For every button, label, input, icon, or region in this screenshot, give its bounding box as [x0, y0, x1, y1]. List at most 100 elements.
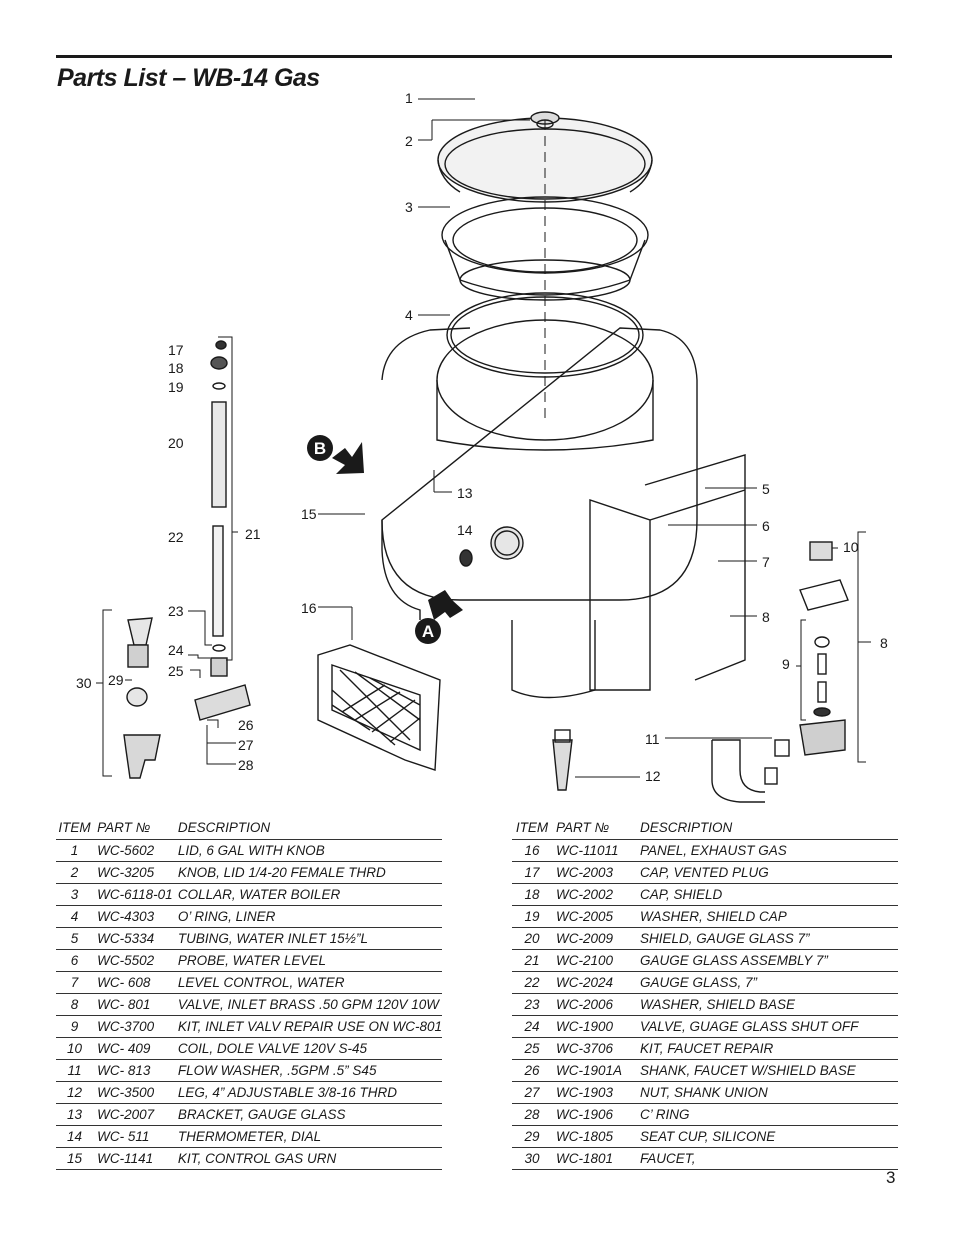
callout-25: 25 [168, 663, 184, 679]
callout-14: 14 [457, 522, 473, 538]
cell-part-number: WC-1901A [552, 1059, 640, 1082]
cell-item: 13 [56, 1103, 94, 1126]
leader-lines [96, 98, 871, 778]
table-header-row: ITEM PART № DESCRIPTION [512, 816, 898, 840]
callout-4: 4 [405, 307, 413, 323]
marker-a-circle [415, 618, 441, 644]
header-description: DESCRIPTION [640, 816, 898, 840]
cell-item: 28 [512, 1103, 552, 1126]
marker-a-label: A [422, 622, 434, 641]
callout-13: 13 [457, 485, 473, 501]
cell-description: CAP, VENTED PLUG [640, 861, 898, 884]
cell-part-number: WC-1903 [552, 1081, 640, 1104]
leg-illustration [552, 729, 573, 791]
callout-7: 7 [762, 554, 770, 570]
cell-description: VALVE, INLET BRASS .50 GPM 120V 10W [177, 993, 442, 1016]
header-item: ITEM [512, 816, 552, 840]
cell-part-number: WC- 511 [93, 1125, 178, 1148]
cell-part-number: WC-2005 [552, 905, 640, 928]
inlet-valve-illustration [711, 541, 849, 803]
top-rule [56, 55, 892, 58]
cell-item: 29 [512, 1125, 552, 1148]
cell-part-number: WC-1801 [552, 1147, 640, 1170]
cell-part-number: WC-11011 [552, 839, 640, 862]
cell-description: PANEL, EXHAUST GAS [640, 839, 898, 862]
exhaust-panel-illustration [317, 644, 441, 771]
callout-10: 10 [843, 539, 859, 555]
cell-item: 25 [512, 1037, 552, 1060]
cell-item: 3 [56, 883, 94, 906]
callout-6: 6 [762, 518, 770, 534]
callout-15: 15 [301, 506, 317, 522]
cell-part-number: WC-2009 [552, 927, 640, 950]
cell-description: FLOW WASHER, .5GPM .5” S45 [177, 1059, 442, 1082]
table-header-row: ITEM PART № DESCRIPTION [56, 816, 442, 840]
cell-part-number: WC-5502 [93, 949, 178, 972]
cell-item: 6 [56, 949, 94, 972]
callout-19: 19 [168, 379, 184, 395]
marker-b-label: B [314, 439, 326, 458]
cell-part-number: WC-5334 [93, 927, 178, 950]
cell-description: KIT, INLET VALV REPAIR USE ON WC-801 [177, 1015, 442, 1038]
cell-description: TUBING, WATER INLET 15½”L [177, 927, 442, 950]
cell-item: 9 [56, 1015, 94, 1038]
direction-arrows [332, 442, 463, 620]
cell-description: COIL, DOLE VALVE 120V S-45 [177, 1037, 442, 1060]
cell-description: SHIELD, GAUGE GLASS 7” [640, 927, 898, 950]
cell-item: 1 [56, 839, 94, 862]
cell-description: WASHER, SHIELD BASE [640, 993, 898, 1016]
faucet-illustration [123, 617, 161, 779]
callout-21: 21 [245, 526, 261, 542]
cell-part-number: WC-6118-01 [93, 883, 178, 906]
cell-part-number: WC-3706 [552, 1037, 640, 1060]
cell-description: FAUCET, [640, 1147, 898, 1170]
diagram-svg: 1 2 3 4 5 6 7 8 8 9 10 11 12 13 14 15 16… [76, 90, 888, 803]
marker-b-circle [307, 435, 333, 461]
cell-part-number: WC-5602 [93, 839, 178, 862]
cell-item: 2 [56, 861, 94, 884]
callout-30: 30 [76, 675, 92, 691]
cell-item: 18 [512, 883, 552, 906]
cell-item: 26 [512, 1059, 552, 1082]
cell-description: CAP, SHIELD [640, 883, 898, 906]
callout-24: 24 [168, 642, 184, 658]
cell-part-number: WC-2024 [552, 971, 640, 994]
cell-item: 11 [56, 1059, 94, 1082]
cell-item: 14 [56, 1125, 94, 1148]
cell-item: 15 [56, 1147, 94, 1170]
cell-item: 20 [512, 927, 552, 950]
header-part-number: PART № [93, 816, 178, 840]
cell-item: 7 [56, 971, 94, 994]
cell-item: 23 [512, 993, 552, 1016]
cell-description: WASHER, SHIELD CAP [640, 905, 898, 928]
cell-description: SHANK, FAUCET W/SHIELD BASE [640, 1059, 898, 1082]
cell-part-number: WC- 608 [93, 971, 178, 994]
cell-part-number: WC-2003 [552, 861, 640, 884]
callout-2: 2 [405, 133, 413, 149]
callout-22: 22 [168, 529, 184, 545]
cell-item: 16 [512, 839, 552, 862]
callout-9: 9 [782, 656, 790, 672]
callout-3: 3 [405, 199, 413, 215]
cell-item: 22 [512, 971, 552, 994]
cell-part-number: WC- 813 [93, 1059, 178, 1082]
